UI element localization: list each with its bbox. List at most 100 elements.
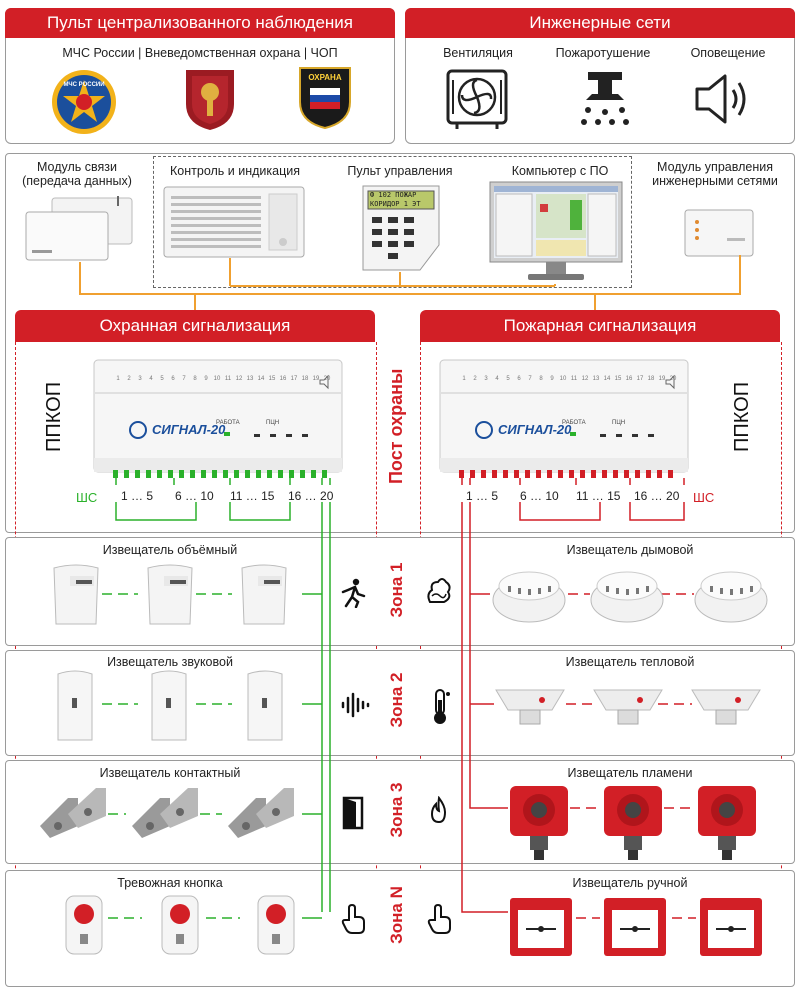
mchs-emblem-text: МЧС РОССИИ (63, 82, 105, 88)
rosgvardia-emblem-icon (182, 66, 238, 132)
terminal-block (168, 470, 173, 478)
security-emblem-icon: ОХРАНА (298, 66, 352, 130)
security-terminals (113, 470, 327, 478)
terminal-number: 17 (290, 376, 298, 382)
contact-detector-3 (226, 786, 298, 840)
terminal-number: 7 (528, 376, 532, 382)
flame-icon (428, 796, 450, 824)
engineering-item-notification: Оповещение (690, 46, 766, 60)
fire-detector-label-1: Извещатель дымовой (566, 543, 694, 557)
glass-break-detector-1 (52, 668, 98, 744)
flame-detector-2 (602, 780, 664, 862)
security-group-3: 11 … 15 (230, 489, 275, 503)
sound-wave-icon (340, 692, 370, 718)
fire-shs-label: ШС (693, 490, 715, 505)
terminal-number: 7 (182, 376, 186, 382)
monitoring-title: Пульт централизованного наблюдения (5, 8, 395, 38)
terminal-number: 13 (592, 376, 600, 382)
zone-label-n: Зона N (387, 886, 406, 944)
flame-detector-3 (696, 780, 758, 862)
terminal-block (267, 470, 272, 478)
smoke-detector-1 (490, 562, 568, 624)
security-brand-text: СИГНАЛ-20 (152, 422, 226, 437)
terminal-number: 16 (625, 376, 633, 382)
manual-call-point-2 (602, 896, 668, 958)
terminal-block (212, 470, 217, 478)
terminal-number: 14 (603, 376, 611, 382)
terminal-number: 4 (495, 376, 499, 382)
terminal-block (514, 470, 519, 478)
terminal-block (536, 470, 541, 478)
terminal-block (547, 470, 552, 478)
panic-button-2 (160, 894, 200, 956)
zone-row-3 (5, 760, 795, 864)
security-detector-label-2: Извещатель звуковой (107, 655, 233, 669)
terminal-block (492, 470, 497, 478)
fire-detector-label-2: Извещатель тепловой (565, 655, 695, 669)
motion-detector-1 (50, 562, 102, 628)
fire-detector-label-3: Извещатель пламени (567, 766, 693, 780)
fire-work-label: РАБОТА (562, 420, 586, 426)
security-pcn-label: ПЦН (266, 420, 280, 426)
terminal-block (591, 470, 596, 478)
terminal-block (569, 470, 574, 478)
terminal-block (657, 470, 662, 478)
fire-control-unit: СИГНАЛ-20 РАБОТА ПЦН (438, 358, 690, 476)
keypad-screen-line-2: КОРИДОР 1 ЭТ (370, 200, 421, 208)
computer-monitor-image (488, 180, 624, 284)
contact-detector-2 (130, 786, 202, 840)
terminal-number: 5 (160, 376, 164, 382)
zone-label-1: Зона 1 (387, 562, 406, 618)
terminal-number: 1 (462, 376, 466, 382)
smoke-icon (424, 574, 452, 608)
terminal-block (668, 470, 673, 478)
security-shs-label: ШС (76, 490, 98, 505)
terminal-number: 5 (506, 376, 510, 382)
terminal-number: 10 (213, 376, 221, 382)
keypad-image: Ф 102 ПОЖАР КОРИДОР 1 ЭТ (360, 183, 442, 273)
terminal-number: 8 (539, 376, 543, 382)
terminal-block (322, 470, 327, 478)
terminal-number: 15 (614, 376, 622, 382)
security-group-2: 6 … 10 (175, 489, 214, 503)
terminal-number: 3 (484, 376, 488, 382)
data-bus-lines (79, 255, 741, 312)
terminal-number: 12 (235, 376, 243, 382)
terminal-block (135, 470, 140, 478)
heat-detector-3 (690, 684, 762, 730)
terminal-number: 17 (636, 376, 644, 382)
terminal-block (503, 470, 508, 478)
fire-group-1: 1 … 5 (466, 489, 499, 503)
terminal-number: 2 (127, 376, 131, 382)
terminal-block (635, 470, 640, 478)
terminal-block (190, 470, 195, 478)
fire-hand-pointer-icon (426, 904, 452, 934)
terminal-number: 10 (559, 376, 567, 382)
engineering-item-firefighting: Пожаротушение (555, 46, 651, 60)
terminal-number: 11 (224, 376, 232, 382)
terminal-block (470, 470, 475, 478)
terminal-number: 6 (171, 376, 175, 382)
terminal-block (201, 470, 206, 478)
engineering-module-image (683, 208, 755, 258)
terminal-number: 19 (658, 376, 666, 382)
security-work-label: РАБОТА (216, 420, 240, 426)
smoke-detector-3 (692, 562, 770, 624)
open-door-icon (342, 796, 364, 830)
terminal-block (481, 470, 486, 478)
terminal-number: 11 (570, 376, 578, 382)
zone-label-3: Зона 3 (387, 782, 406, 838)
comm-module-label: Модуль связи (передача данных) (22, 160, 132, 188)
monitoring-subtitle: МЧС России | Вневедомственная охрана | Ч… (62, 46, 338, 60)
mchs-emblem-icon: МЧС РОССИИ (50, 68, 118, 136)
fire-brand-text: СИГНАЛ-20 (498, 422, 572, 437)
engineering-title: Инженерные сети (405, 8, 795, 38)
fire-group-2: 6 … 10 (520, 489, 559, 503)
security-control-unit: СИГНАЛ-20 РАБОТА ПЦН (92, 358, 344, 476)
terminal-block (311, 470, 316, 478)
terminal-number: 16 (279, 376, 287, 382)
control-block-frame (153, 156, 632, 288)
security-group-1: 1 … 5 (121, 489, 154, 503)
